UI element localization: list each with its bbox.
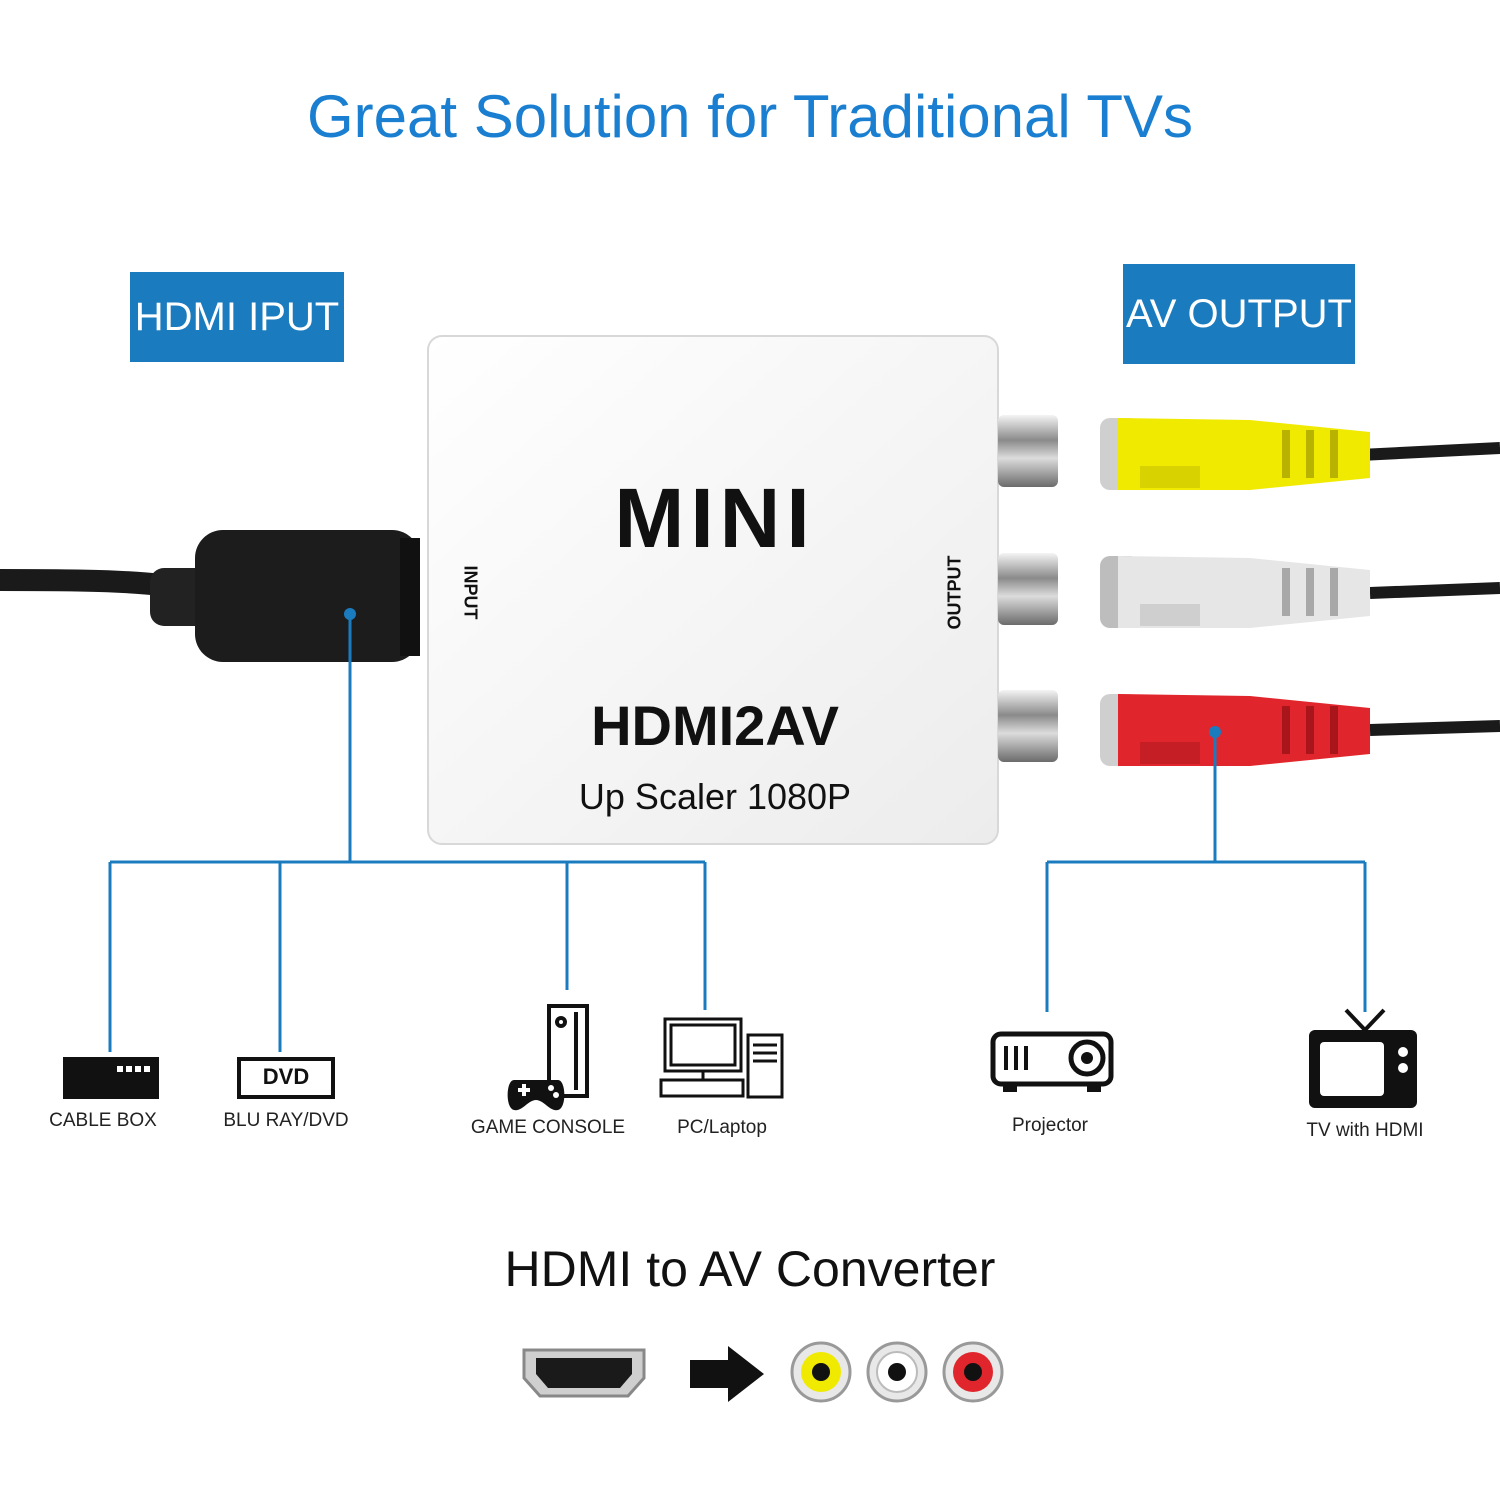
projector-label: Projector <box>1011 1115 1089 1136</box>
tv-with-hdmi-label: TV with HDMI <box>1306 1120 1424 1141</box>
converter-box <box>427 335 999 845</box>
blu-ray-dvd-label: BLU RAY/DVD <box>223 1110 349 1131</box>
rca-cable-red <box>1100 694 1500 766</box>
av-output-tag: AV OUTPUT <box>1123 264 1355 364</box>
rca-jack-red-icon <box>942 1341 1004 1403</box>
hdmi-port-icon <box>522 1348 646 1398</box>
device-model: HDMI2AV <box>591 694 839 757</box>
input-connector-dot <box>344 608 356 620</box>
output-connector-lines <box>1045 732 1367 1012</box>
pc-icon <box>659 1017 784 1099</box>
output-port-label: OUTPUT <box>944 555 965 630</box>
game-console-icon <box>547 1004 589 1098</box>
input-port-label: INPUT <box>460 565 481 620</box>
pc-laptop-label: PC/Laptop <box>677 1117 767 1138</box>
device-brand: MINI <box>614 471 816 565</box>
arrow-right-icon <box>690 1346 764 1402</box>
dvd-player-icon <box>237 1057 335 1099</box>
dvd-badge: DVD <box>262 1064 310 1089</box>
gamepad-icon <box>507 1080 565 1111</box>
input-connector-lines <box>108 614 707 1052</box>
rca-cable-white <box>1100 556 1500 628</box>
rca-cable-yellow <box>1100 418 1500 490</box>
output-connector-dot <box>1209 726 1221 738</box>
game-console-label: GAME CONSOLE <box>470 1117 626 1138</box>
rca-jack-white-icon <box>866 1341 928 1403</box>
footer-title: HDMI to AV Converter <box>504 1241 996 1297</box>
cable-box-icon <box>63 1057 159 1099</box>
projector-icon <box>990 1031 1114 1092</box>
hdmi-cable <box>0 530 420 662</box>
headline: Great Solution for Traditional TVs <box>307 83 1193 150</box>
device-subtitle: Up Scaler 1080P <box>578 776 852 817</box>
rca-jack-yellow-icon <box>790 1341 852 1403</box>
hdmi-input-tag: HDMI IPUT <box>130 272 344 362</box>
rca-jacks <box>998 415 1058 762</box>
cable-box-label: CABLE BOX <box>49 1110 157 1131</box>
tv-icon <box>1309 1008 1417 1108</box>
